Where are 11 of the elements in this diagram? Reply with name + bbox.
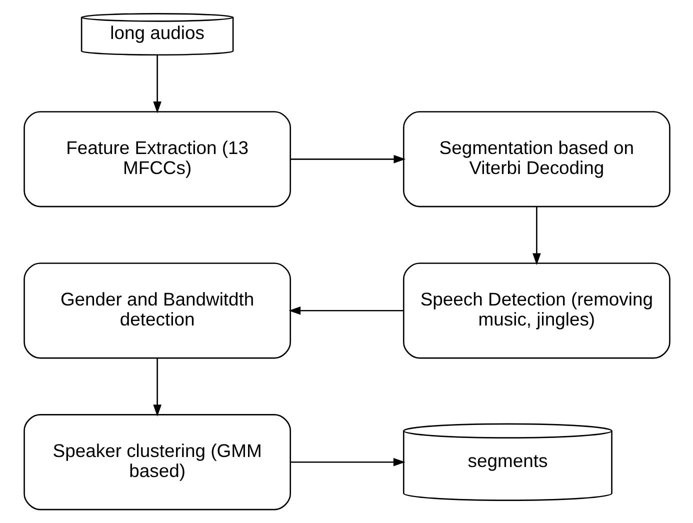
arrow [288,306,404,315]
node-box: Speech Detection (removing music, jingles) [402,262,670,359]
arrow [290,155,406,164]
arrow [290,458,405,466]
arrow [152,358,161,417]
node-box: Feature Extraction (13 MFCCs) [23,111,291,208]
node-box: Gender and Bandwitdth detection [23,262,291,359]
arrow [152,55,161,114]
node-box: Segmentation based on Viterbi Decoding [402,111,670,208]
node-box: Speaker clustering (GMM based) [23,414,291,510]
arrow [532,206,540,266]
